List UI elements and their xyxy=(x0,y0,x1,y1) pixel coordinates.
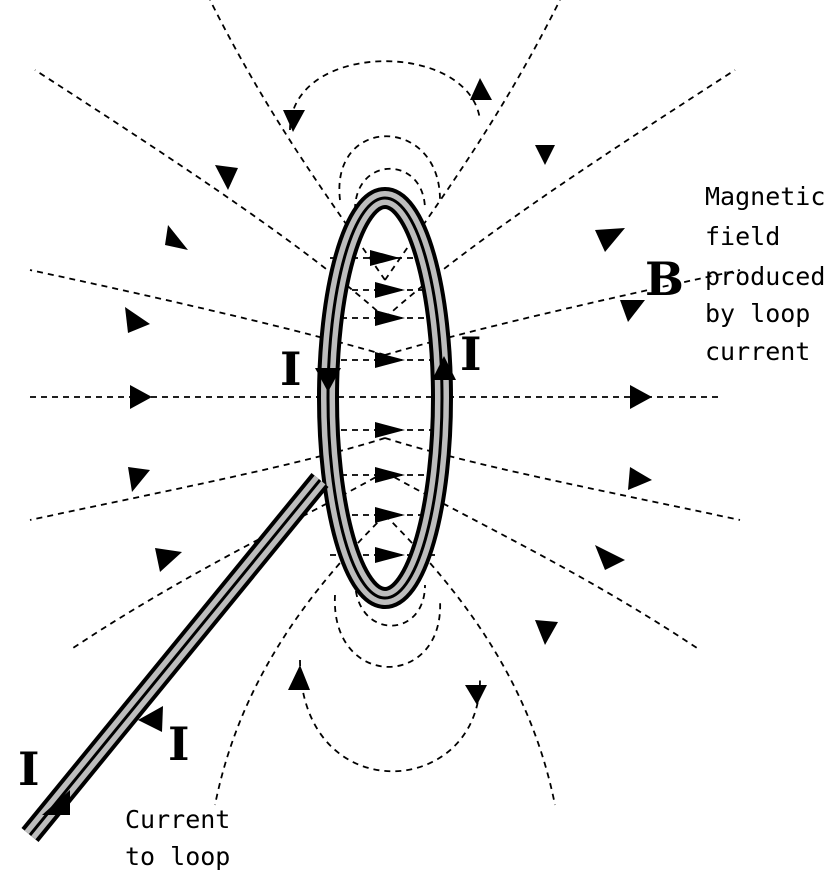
arrow-icon xyxy=(375,310,405,326)
arrow-icon xyxy=(288,665,310,690)
current-label-lead: I xyxy=(168,717,190,771)
arrow-icon xyxy=(465,685,487,705)
arrow-icon xyxy=(535,145,555,165)
arrow-icon xyxy=(595,545,625,570)
current-note: Current to loop xyxy=(125,805,230,871)
field-note-line: current xyxy=(705,337,810,366)
arrow-icon xyxy=(155,548,182,572)
field-note-line: field xyxy=(705,222,780,251)
field-symbol-label: B xyxy=(645,252,684,306)
arrow-icon xyxy=(370,250,400,266)
arrow-icon xyxy=(375,507,405,523)
current-note-line: Current xyxy=(125,805,230,834)
arrow-icon xyxy=(620,300,645,322)
field-loop-top-outer xyxy=(290,61,480,130)
arrow-icon xyxy=(130,385,152,409)
current-label-lead-end: I xyxy=(18,742,40,796)
arrow-icon xyxy=(375,422,405,438)
arrow-icon xyxy=(375,282,405,298)
field-note-line: Magnetic xyxy=(705,182,825,211)
field-loop-bottom-outer xyxy=(300,660,480,771)
current-note-line: to loop xyxy=(125,842,230,871)
arrow-icon xyxy=(375,547,405,563)
field-note: Magnetic field produced by loop current xyxy=(705,182,825,366)
arrow-icon xyxy=(283,110,305,132)
field-note-line: by loop xyxy=(705,299,810,328)
arrow-icon xyxy=(125,307,150,333)
arrow-icon xyxy=(628,467,652,490)
arrow-icon xyxy=(165,225,188,250)
current-label-loop-right: I xyxy=(460,327,482,381)
arrow-icon xyxy=(595,228,625,252)
arrow-icon xyxy=(128,467,150,492)
arrow-icon xyxy=(375,467,405,483)
arrow-icon xyxy=(215,165,238,190)
arrow-icon xyxy=(630,385,652,409)
arrow-icon xyxy=(535,620,558,645)
arrow-icon xyxy=(470,78,492,100)
field-note-line: produced xyxy=(705,262,825,291)
current-label-loop-left: I xyxy=(280,342,302,396)
